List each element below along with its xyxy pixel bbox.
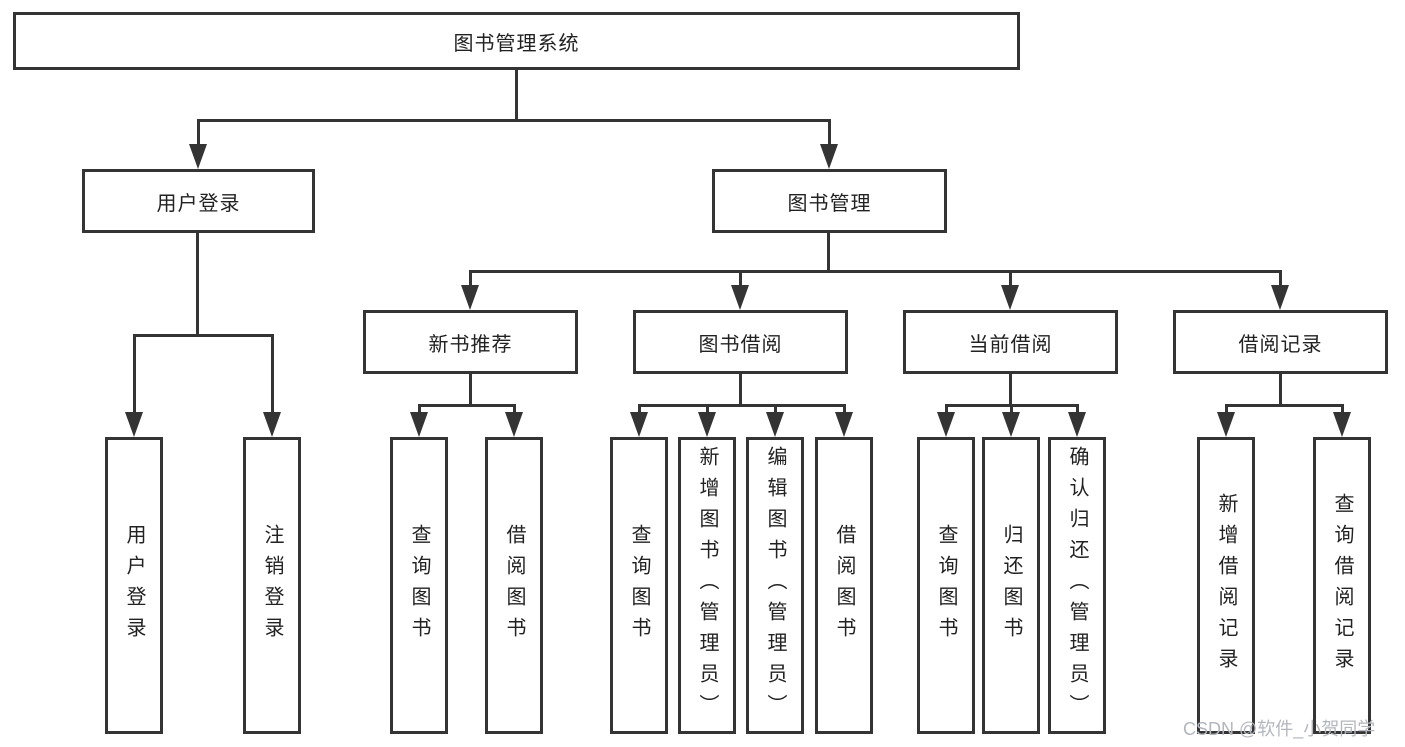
csdn-watermark: CSDN @软件_小贺同学	[1183, 719, 1376, 739]
connector-segment	[469, 374, 472, 407]
connector-segment	[638, 404, 846, 407]
node-book-mgmt: 图书管理	[712, 169, 947, 233]
leaf-return-books: 归还图书	[982, 437, 1040, 734]
node-label: 图书管理系统	[453, 32, 580, 55]
node-system-root: 图书管理系统	[13, 12, 1020, 70]
node-label: 查询图书	[935, 523, 957, 648]
arrowhead-down-icon	[1068, 412, 1086, 437]
arrowhead-down-icon	[698, 412, 716, 437]
leaf-query-books-newbooks: 查询图书	[390, 437, 448, 734]
connector-segment	[515, 70, 518, 119]
connector-segment	[1225, 404, 1228, 416]
node-book-borrow: 图书借阅	[633, 310, 848, 374]
arrowhead-down-icon	[263, 412, 281, 437]
connector-segment	[133, 334, 136, 414]
connector-segment	[828, 119, 831, 150]
connector-segment	[843, 404, 846, 416]
arrowhead-down-icon	[189, 144, 207, 169]
node-label: 查询图书	[408, 523, 430, 648]
arrowhead-down-icon	[410, 412, 428, 437]
connector-segment	[196, 233, 199, 336]
arrowhead-down-icon	[835, 412, 853, 437]
leaf-borrow-books-newbooks: 借阅图书	[485, 437, 543, 734]
connector-segment	[513, 404, 516, 416]
arrowhead-down-icon	[461, 285, 479, 310]
connector-segment	[418, 404, 421, 416]
node-label: 编辑图书（管理员）	[764, 446, 786, 725]
connector-segment	[271, 334, 274, 414]
arrowhead-down-icon	[1271, 285, 1289, 310]
connector-segment	[469, 270, 1282, 273]
connector-segment	[739, 374, 742, 407]
connector-segment	[739, 270, 742, 287]
arrowhead-down-icon	[1217, 412, 1235, 437]
node-label: 新增借阅记录	[1215, 492, 1237, 679]
node-label: 用户登录	[156, 192, 241, 215]
node-new-books: 新书推荐	[363, 310, 578, 374]
arrowhead-down-icon	[731, 285, 749, 310]
node-label: 归还图书	[1000, 523, 1022, 648]
arrowhead-down-icon	[766, 412, 784, 437]
leaf-query-books-current: 查询图书	[917, 437, 975, 734]
connector-segment	[469, 270, 472, 287]
node-label: 查询图书	[628, 523, 650, 648]
leaf-user-login: 用户登录	[105, 437, 163, 734]
node-borrow-records: 借阅记录	[1173, 310, 1388, 374]
arrowhead-down-icon	[125, 412, 143, 437]
connector-segment	[706, 404, 709, 416]
leaf-logout: 注销登录	[243, 437, 301, 734]
leaf-add-books-admin: 新增图书（管理员）	[678, 437, 736, 734]
node-current-borrow: 当前借阅	[903, 310, 1118, 374]
connector-segment	[1010, 404, 1013, 416]
connector-segment	[418, 404, 516, 407]
node-label: 新增图书（管理员）	[696, 446, 718, 725]
node-label: 用户登录	[123, 523, 145, 648]
arrowhead-down-icon	[937, 412, 955, 437]
node-label: 借阅记录	[1238, 333, 1323, 356]
arrowhead-down-icon	[820, 144, 838, 169]
connector-segment	[1279, 374, 1282, 407]
connector-segment	[1009, 270, 1012, 287]
connector-segment	[1076, 404, 1079, 416]
leaf-query-borrow-record: 查询借阅记录	[1313, 437, 1371, 734]
node-label: 确认归还（管理员）	[1066, 446, 1088, 725]
node-label: 查询借阅记录	[1331, 492, 1353, 679]
leaf-edit-books-admin: 编辑图书（管理员）	[746, 437, 804, 734]
node-label: 注销登录	[261, 523, 283, 648]
node-label: 借阅图书	[833, 523, 855, 648]
node-label: 当前借阅	[968, 333, 1053, 356]
arrowhead-down-icon	[1001, 285, 1019, 310]
connector-segment	[827, 233, 830, 272]
arrowhead-down-icon	[630, 412, 648, 437]
leaf-confirm-return-admin: 确认归还（管理员）	[1048, 437, 1106, 734]
arrowhead-down-icon	[1333, 412, 1351, 437]
leaf-query-books-borrow: 查询图书	[610, 437, 668, 734]
connector-segment	[638, 404, 641, 416]
connector-segment	[197, 119, 200, 150]
connector-segment	[1009, 374, 1012, 407]
connector-segment	[945, 404, 948, 416]
arrowhead-down-icon	[1002, 412, 1020, 437]
connector-segment	[1279, 270, 1282, 287]
node-label: 借阅图书	[503, 523, 525, 648]
leaf-add-borrow-record: 新增借阅记录	[1197, 437, 1255, 734]
node-label: 图书管理	[787, 192, 872, 215]
connector-segment	[197, 119, 831, 122]
node-label: 新书推荐	[428, 333, 513, 356]
connector-segment	[1341, 404, 1344, 416]
node-label: 图书借阅	[698, 333, 783, 356]
connector-segment	[774, 404, 777, 416]
arrowhead-down-icon	[505, 412, 523, 437]
connector-segment	[133, 334, 274, 337]
node-user-login: 用户登录	[82, 169, 315, 233]
leaf-borrow-books-borrow: 借阅图书	[815, 437, 873, 734]
connector-segment	[1225, 404, 1344, 407]
